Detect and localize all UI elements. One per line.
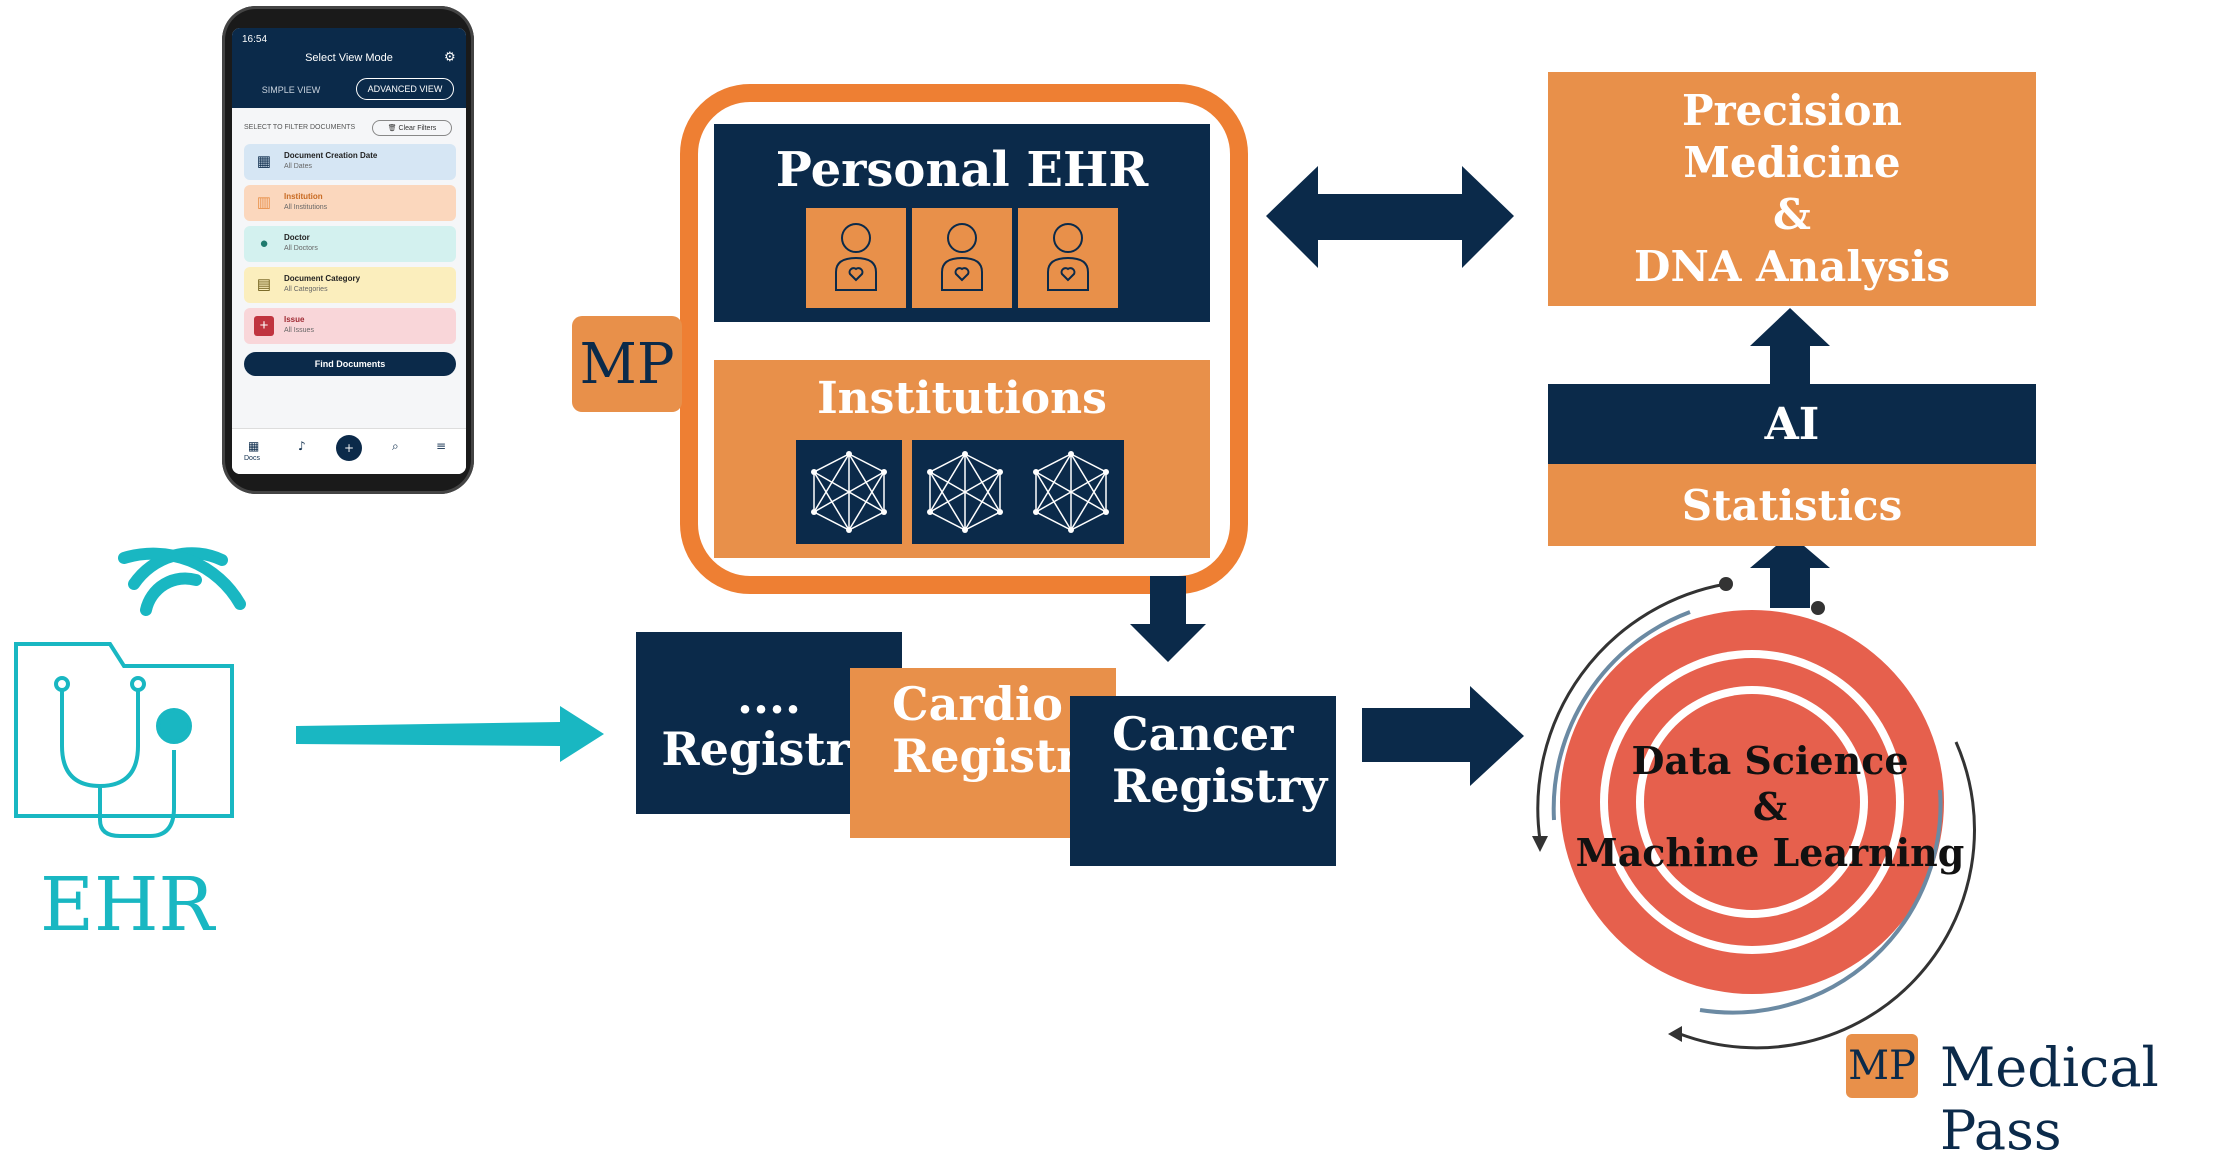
patient-icon (912, 208, 1012, 308)
menu-icon[interactable]: ≡ (436, 439, 447, 453)
docs-icon[interactable]: ▦ (248, 439, 260, 453)
tab-advanced-view[interactable]: ADVANCED VIEW (356, 78, 454, 100)
filter-row-institution[interactable]: ▥ Institution All Institutions (244, 185, 456, 221)
registry-dots: .... (736, 670, 802, 724)
ai-box: AI (1548, 384, 2036, 464)
right-arrow (1362, 686, 1524, 786)
patient-icon (1018, 208, 1118, 308)
mp-badge: MP (572, 316, 682, 412)
precision-line: Precision (1681, 86, 1903, 135)
filter-row-doctor[interactable]: ● Doctor All Doctors (244, 226, 456, 262)
institutions-box: Institutions (714, 360, 1210, 558)
personal-ehr-box: Personal EHR (714, 124, 1210, 322)
filter-value: All Institutions (284, 204, 328, 211)
filter-value: All Dates (284, 163, 313, 170)
down-arrow (1130, 576, 1206, 662)
orbit-arrowhead (1532, 836, 1548, 852)
find-documents-button[interactable]: Find Documents (244, 352, 456, 376)
orbit-arc (1551, 610, 1691, 821)
phone-screen: 16:54 Select View Mode ⚙ SIMPLE VIEW ADV… (232, 28, 466, 474)
registry-word: Registry (1112, 759, 1328, 813)
filter-value: All Categories (284, 286, 328, 293)
teal-arrow (296, 706, 604, 762)
plus-cross-icon: + (254, 316, 274, 336)
trash-icon: 🗑 (387, 125, 399, 132)
clear-filters-button[interactable]: 🗑 Clear Filters (372, 120, 452, 136)
filter-row-issue[interactable]: + Issue All Issues (244, 308, 456, 344)
medical-pass-logo-text: Medical Pass (1940, 1036, 2159, 1162)
patient-icon (806, 208, 906, 308)
building-icon: ▥ (256, 194, 272, 211)
tab-simple-view[interactable]: SIMPLE VIEW (261, 85, 321, 95)
ehr-folder-icon (14, 642, 234, 838)
cancer-registry-box: Cancer Registry (1070, 696, 1336, 866)
up-arrow-stats (1750, 534, 1830, 608)
filter-label: Document Creation Date (284, 151, 378, 160)
filter-label: Doctor (284, 233, 310, 242)
search-icon[interactable]: ⌕ (392, 439, 399, 453)
up-arrow-ai (1750, 308, 1830, 384)
filter-value: All Issues (284, 327, 314, 334)
orbit-dot (1811, 601, 1825, 615)
add-icon[interactable]: + (336, 435, 362, 461)
precision-line: Medicine (1683, 138, 1901, 187)
phone-bottom-nav: ▦ Docs ♪ + ⌕ ≡ (232, 428, 466, 474)
network-icon (912, 440, 1018, 544)
cancer-word: Cancer (1112, 707, 1294, 761)
filter-row-date[interactable]: ▦ Document Creation Date All Dates (244, 144, 456, 180)
gear-icon[interactable]: ⚙ (444, 50, 456, 65)
ds-line: Data Science (1631, 738, 1909, 783)
target-center (1644, 694, 1860, 910)
doctor-icon: ● (259, 235, 269, 252)
orbit-arc (1679, 741, 1976, 1050)
orbit-arrowhead (1668, 1026, 1682, 1042)
institutions-title: Institutions (817, 372, 1107, 424)
registry-word: Registry (661, 722, 877, 776)
filter-prompt: SELECT TO FILTER DOCUMENTS (244, 124, 356, 131)
orbit-arc (1536, 582, 1727, 841)
cancer-registry-label: Cancer Registry (1112, 708, 1327, 812)
filter-row-category[interactable]: ▤ Document Category All Categories (244, 267, 456, 303)
filter-label: Institution (284, 192, 323, 201)
calendar-icon: ▦ (256, 153, 272, 170)
ds-line: Machine Learning (1575, 830, 1965, 875)
wifi-icon (118, 547, 246, 616)
orbit-arc (1699, 789, 1943, 1015)
phone-title: Select View Mode (305, 52, 393, 64)
network-icon (796, 440, 902, 544)
orbit-dot (1719, 577, 1733, 591)
ehr-label: EHR (40, 862, 215, 948)
clear-filters-label: Clear Filters (398, 124, 437, 132)
cardio-word: Cardio (892, 677, 1063, 731)
precision-line: & (1773, 190, 1811, 239)
filter-label: Issue (284, 315, 305, 324)
filter-label: Document Category (284, 274, 361, 283)
phone-time: 16:54 (242, 34, 268, 45)
bell-icon[interactable]: ♪ (298, 439, 306, 453)
medical-pass-frame (680, 84, 1248, 594)
medical-pass-logo-mark: MP (1846, 1034, 1918, 1098)
data-science-label: Data Science & Machine Learning (1560, 738, 1980, 876)
phone-header: 16:54 Select View Mode ⚙ SIMPLE VIEW ADV… (232, 28, 466, 108)
registry-generic-label: .... Registry (661, 671, 876, 775)
ds-line: & (1752, 784, 1788, 829)
filter-value: All Doctors (284, 245, 318, 252)
clipboard-icon: ▤ (256, 276, 272, 293)
network-icon (1018, 440, 1124, 544)
precision-line: DNA Analysis (1634, 242, 1950, 291)
personal-ehr-title: Personal EHR (775, 142, 1149, 198)
precision-medicine-box: Precision Medicine & DNA Analysis (1548, 72, 2036, 306)
diagram-connectors (14, 166, 1976, 1050)
nav-docs-label: Docs (244, 455, 260, 462)
double-arrow (1266, 166, 1514, 268)
statistics-box: Statistics (1548, 464, 2036, 546)
